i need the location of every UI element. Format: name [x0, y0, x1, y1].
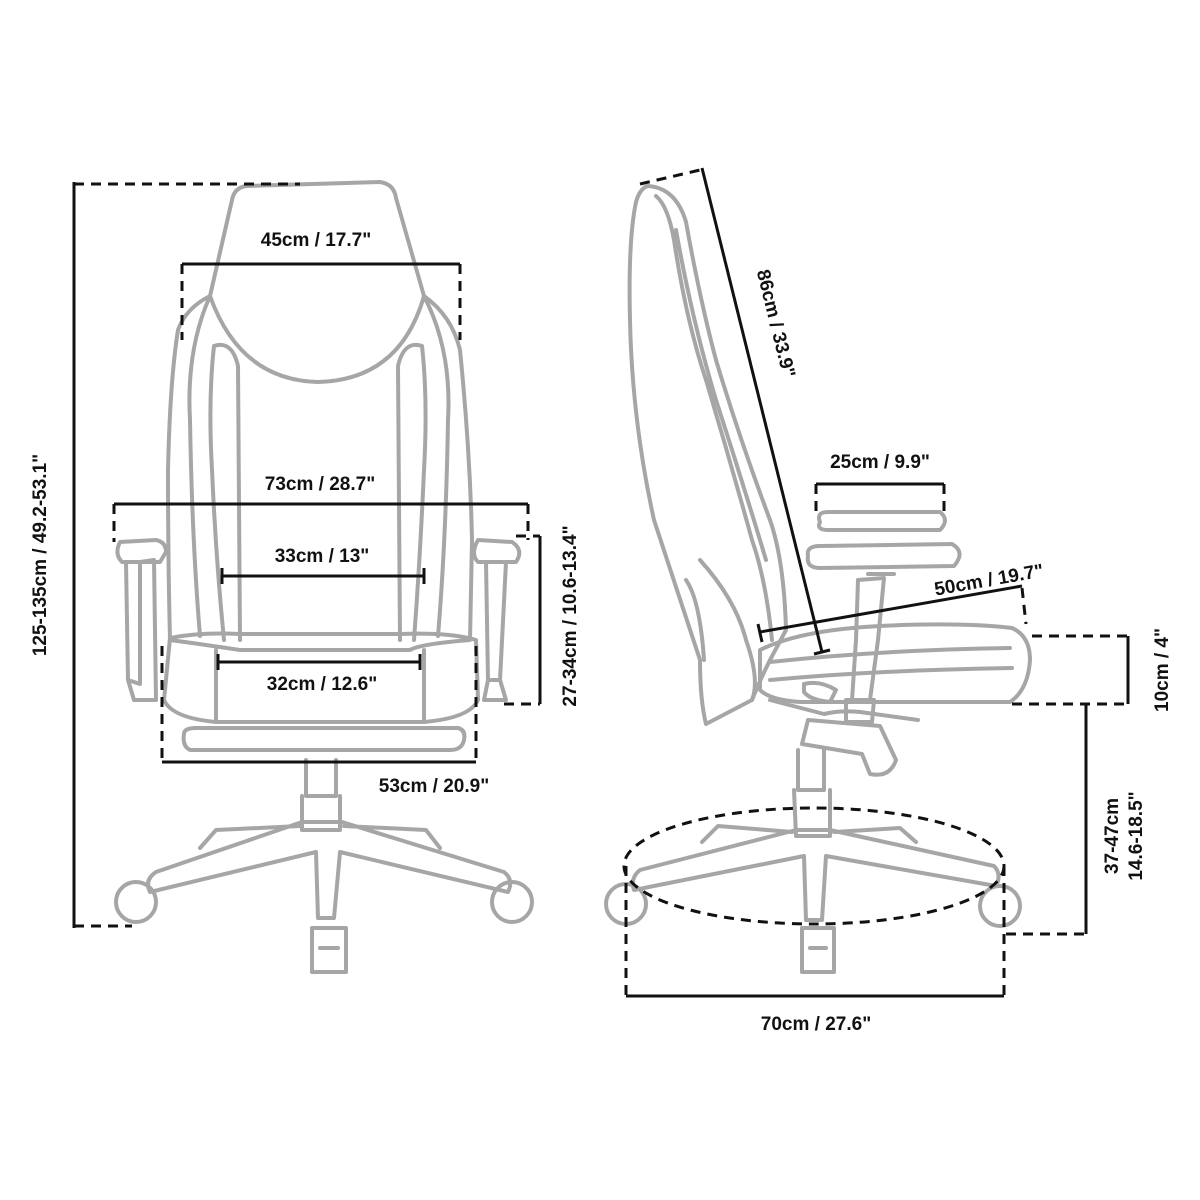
- side-armrest-top: [817, 510, 947, 532]
- seat-height-in-label: 14.6-18.5": [1126, 791, 1147, 880]
- front-caster-left: [114, 880, 158, 924]
- front-left-armrest: [115, 538, 168, 702]
- side-view-chair: [604, 184, 1032, 974]
- backrest-height-tick: [813, 648, 831, 656]
- seat-depth-tick-left: [756, 623, 764, 643]
- base-diameter-label: 70cm / 27.6": [761, 1014, 871, 1035]
- side-caster-right: [978, 884, 1022, 928]
- seat-outer-width-label: 53cm / 20.9": [379, 776, 489, 797]
- front-view-dimensions: [72, 182, 542, 928]
- front-seat: [162, 631, 480, 724]
- front-seat-pan: [181, 726, 467, 752]
- side-backrest-inner: [654, 194, 774, 642]
- seat-depth-line: [759, 584, 1023, 634]
- side-mechanism: [768, 680, 920, 777]
- headrest-width-label: 45cm / 17.7": [261, 230, 371, 251]
- side-gas-cylinder: [792, 748, 832, 838]
- front-gas-cylinder: [300, 758, 342, 832]
- side-backrest: [627, 184, 788, 726]
- armrest-height-label: 27-34cm / 10.6-13.4": [560, 525, 581, 706]
- front-caster-right: [490, 880, 534, 924]
- front-left-bolster: [187, 294, 242, 642]
- side-seat: [758, 622, 1032, 704]
- seat-inner-width-label: 32cm / 12.6": [267, 674, 377, 695]
- side-view-dimensions: [622, 167, 1130, 998]
- seat-depth-right-dash: [1020, 587, 1028, 625]
- armrest-length-label: 25cm / 9.9": [830, 452, 930, 473]
- base-ellipse: [622, 806, 1006, 926]
- front-star-base: [146, 820, 513, 920]
- seat-height-cm-label: 37-47cm: [1102, 798, 1123, 874]
- side-armrest-pad: [805, 542, 962, 576]
- side-armrest-post: [844, 576, 886, 724]
- front-headrest-bottom: [208, 294, 426, 384]
- backrest-height-label: 86cm / 33.9": [752, 268, 799, 380]
- front-right-armrest: [472, 538, 522, 702]
- front-caster-center: [310, 926, 348, 974]
- front-right-bolster: [396, 294, 451, 642]
- front-height-label: 125-135cm / 49.2-53.1": [30, 454, 51, 656]
- armrest-span-label: 73cm / 28.7": [265, 474, 375, 495]
- side-star-base: [630, 824, 1001, 922]
- seat-thickness-label: 10cm / 4": [1152, 628, 1173, 712]
- front-view-chair: [114, 180, 534, 974]
- backrest-width-label: 33cm / 13": [275, 546, 370, 567]
- backrest-height-line: [700, 167, 824, 653]
- side-backrest-wing: [684, 558, 757, 702]
- side-caster-center: [800, 926, 836, 974]
- backrest-height-top-dash: [639, 168, 701, 186]
